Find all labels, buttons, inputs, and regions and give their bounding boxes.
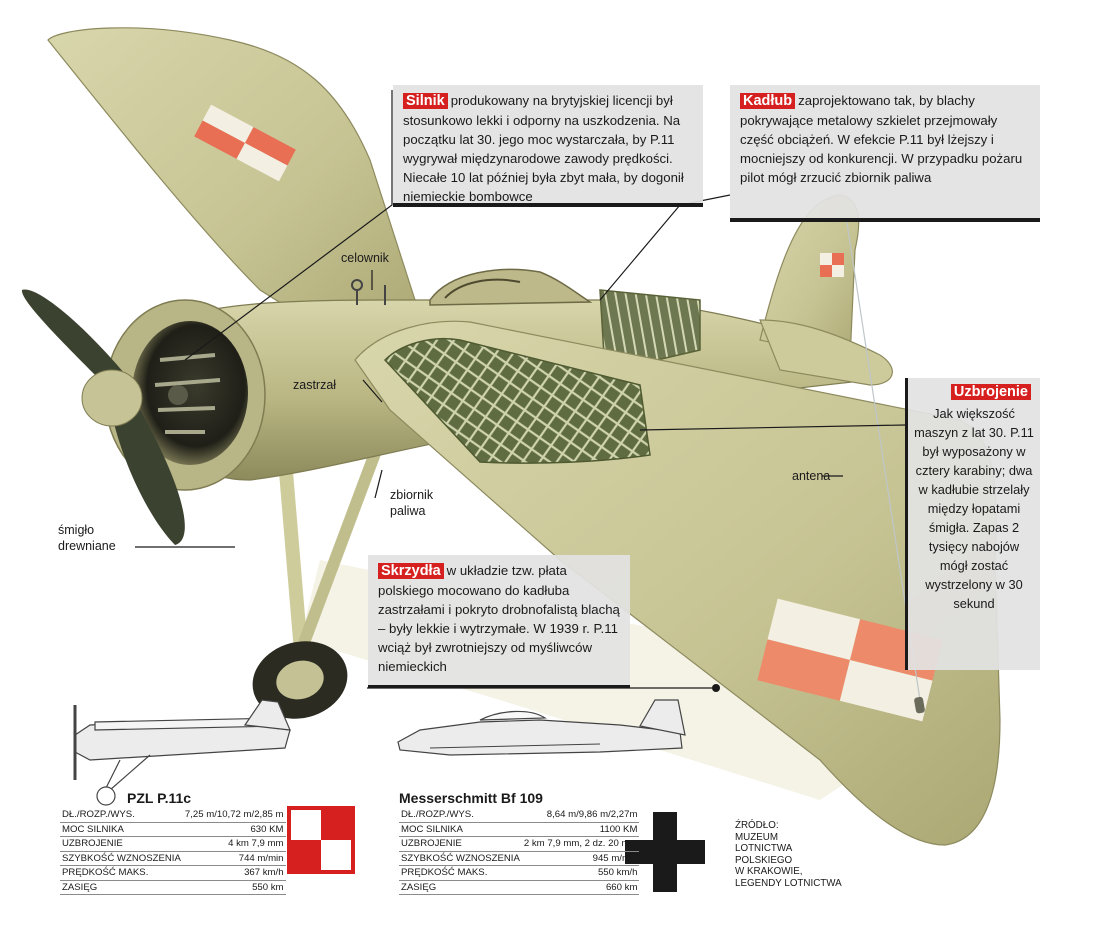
spec-value: 630 KM (182, 822, 286, 837)
left-wing-insignia-icon (194, 104, 296, 182)
leader-lines (135, 90, 906, 689)
spec-label: MOC SILNIKA (399, 822, 522, 837)
source-line: LEGENDY LOTNICTWA (735, 877, 842, 889)
pzl-profile-silhouette (73, 699, 291, 806)
cockpit (429, 268, 593, 306)
label-zastrzal: zastrzał (293, 378, 337, 392)
spec-label: ZASIĘG (60, 880, 183, 895)
spec-value: 660 km (521, 880, 640, 895)
spec-row: DŁ./ROZP./WYS.8,64 m/9,86 m/2,27m (399, 808, 640, 823)
balkenkreuz-icon (625, 812, 705, 892)
source-line: W KRAKOWIE, (735, 866, 803, 877)
spec-label: PRĘDKOŚĆ MAKS. (399, 865, 522, 881)
polish-checkerboard-icon (287, 806, 355, 874)
label-antena: antena (792, 469, 831, 483)
pzl-name: PZL P.11c (127, 790, 192, 806)
spec-label: SZYBKOŚĆ WZNOSZENIA (399, 851, 522, 866)
source-line: MUZEUM (735, 831, 778, 843)
callout-kadlub-title: Kadłub (740, 93, 796, 109)
spec-label: UZBROJENIE (399, 836, 522, 852)
callout-uzbrojenie: Uzbrojenie Jak większość maszyn z lat 30… (905, 378, 1040, 670)
spec-label: PRĘDKOŚĆ MAKS. (60, 865, 183, 881)
spec-value: 367 km/h (182, 865, 286, 881)
landing-gear (252, 434, 386, 719)
gunsight (351, 279, 386, 305)
spec-label: ZASIĘG (399, 880, 522, 895)
left-wing (47, 27, 416, 341)
spec-value: 945 m/min (521, 851, 640, 866)
spec-label: DŁ./ROZP./WYS. (399, 808, 522, 823)
source-line: ŹRÓDŁO: (735, 820, 779, 831)
propeller (21, 289, 185, 545)
tail-insignia-icon (820, 253, 844, 277)
spec-value: 550 km/h (521, 865, 640, 881)
spec-value: 8,64 m/9,86 m/2,27m (521, 808, 640, 823)
label-celownik: celownik (341, 251, 389, 265)
horizontal-stabilizer (759, 319, 893, 386)
bf109-name: Messerschmitt Bf 109 (399, 790, 543, 806)
source-line: LOTNICTWA (735, 843, 793, 854)
spec-value: 2 km 7,9 mm, 2 dz. 20 mm (521, 836, 640, 852)
spec-value: 4 km 7,9 mm (182, 836, 286, 852)
spec-row: DŁ./ROZP./WYS.7,25 m/10,72 m/2,85 m (60, 808, 286, 823)
callout-silnik-text: produkowany na brytyjskiej licencji był … (403, 93, 684, 204)
bf109-profile-silhouette (397, 699, 686, 756)
wing-frame-cutaway (383, 337, 651, 464)
spec-value: 1100 KM (521, 822, 640, 837)
spec-label: MOC SILNIKA (60, 822, 183, 837)
spec-row: PRĘDKOŚĆ MAKS.367 km/h (60, 865, 286, 881)
label-smiglo: śmigło drewniane (58, 523, 116, 553)
callout-kadlub-text: zaprojektowano tak, by blachy pokrywając… (740, 93, 1023, 185)
callout-silnik-title: Silnik (403, 93, 448, 109)
callout-uzbrojenie-text: Jak większość maszyn z lat 30. P.11 był … (914, 406, 1034, 611)
spec-label: DŁ./ROZP./WYS. (60, 808, 183, 823)
callout-skrzydla-text: w układzie tzw. płata polskiego mocowano… (378, 563, 620, 674)
spec-value: 7,25 m/10,72 m/2,85 m (182, 808, 286, 823)
label-zbiornik: zbiornik paliwa (390, 488, 434, 518)
spec-label: UZBROJENIE (60, 836, 183, 852)
spec-value: 744 m/min (182, 851, 286, 866)
spec-label: SZYBKOŚĆ WZNOSZENIA (60, 851, 183, 866)
spec-value: 550 km (182, 880, 286, 895)
callout-skrzydla-title: Skrzydła (378, 563, 444, 579)
fuselage-frame-cutaway (599, 289, 701, 373)
source-line: POLSKIEGO (735, 854, 793, 866)
callout-uzbrojenie-title: Uzbrojenie (950, 384, 1031, 400)
spec-row: PRĘDKOŚĆ MAKS.550 km/h (399, 865, 640, 881)
